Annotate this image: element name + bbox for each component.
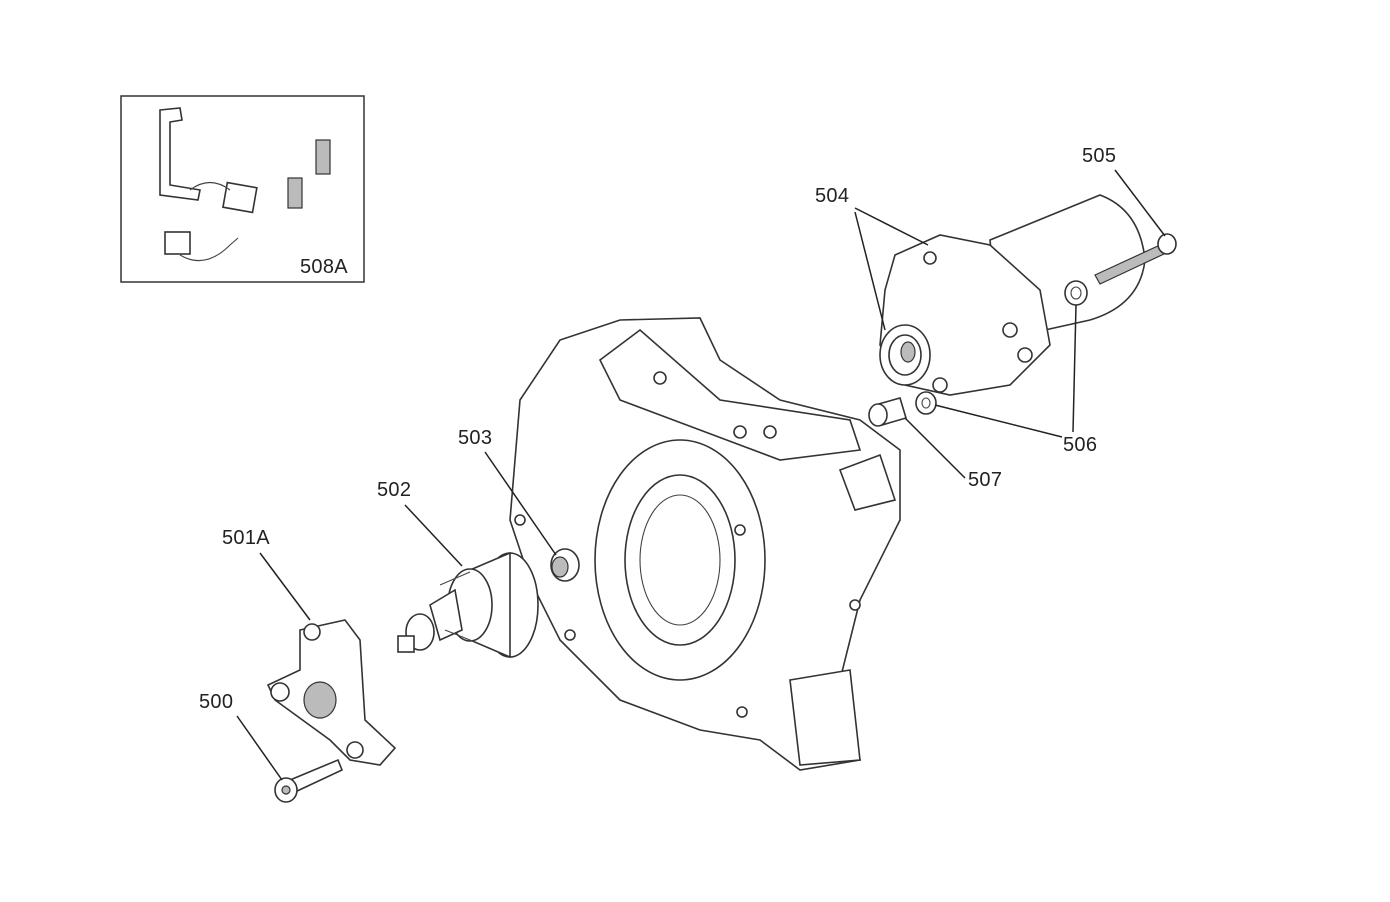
part-503-bushing (550, 548, 580, 582)
callout-502: 502 (377, 479, 412, 501)
part-501a-support-bracket (266, 619, 397, 766)
callout-501a: 501A (222, 527, 270, 549)
callout-505: 505 (1082, 145, 1117, 167)
inset-label-508a: 508A (300, 256, 348, 278)
callout-507: 507 (968, 469, 1003, 491)
callout-506: 506 (1063, 434, 1098, 456)
inset-508a-brush-kit (120, 95, 365, 283)
callout-500: 500 (199, 691, 234, 713)
callout-504: 504 (815, 185, 850, 207)
part-507-screw (868, 397, 907, 427)
callout-503: 503 (458, 427, 493, 449)
leader-lines (236, 169, 1166, 781)
part-500-screw (274, 758, 344, 803)
part-504-starter-motor (879, 194, 1146, 396)
crankcase-housing (509, 317, 901, 771)
part-502-starter-drive (397, 551, 539, 659)
part-506-washers (915, 280, 1088, 415)
part-505-bolt (1094, 233, 1177, 285)
